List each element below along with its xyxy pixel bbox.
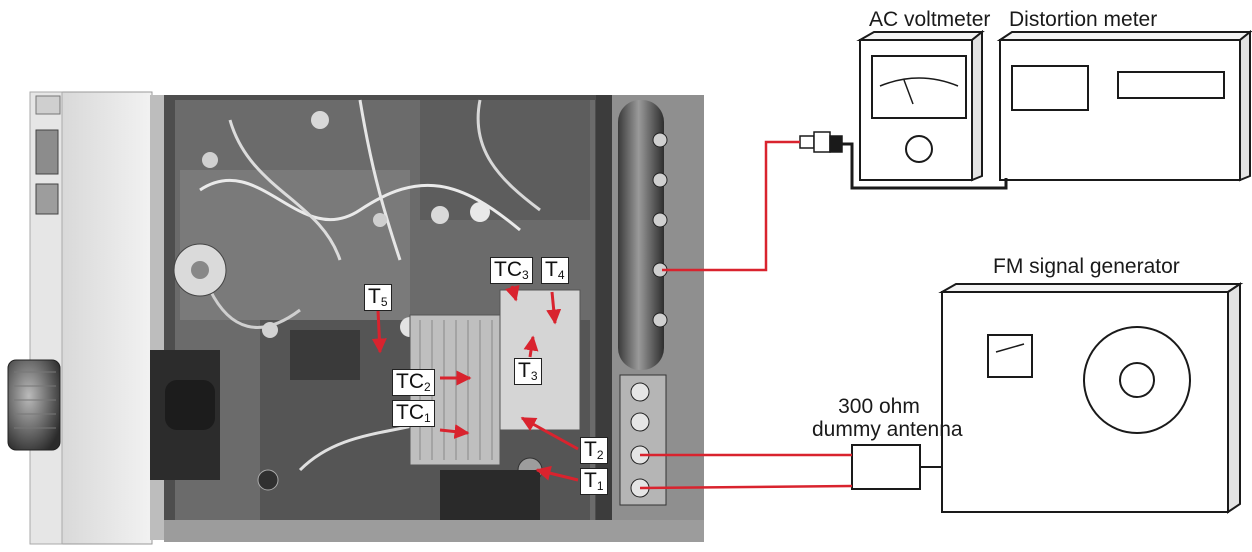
arrow-t2 — [520, 416, 579, 451]
generator-dial-inner — [1119, 362, 1155, 398]
arrow-t3 — [523, 335, 539, 358]
arrow-t5 — [371, 309, 387, 354]
wire-t1-to-dummy — [639, 484, 853, 490]
tag-t1: T1 — [580, 468, 608, 495]
board-region-2 — [420, 100, 590, 220]
tag-t4: T4 — [541, 257, 569, 284]
probe-plug — [799, 131, 843, 153]
rear-edge — [596, 95, 612, 535]
dial-pulley — [440, 470, 540, 525]
tag-t5: T5 — [364, 284, 392, 311]
arrow-t1 — [535, 465, 579, 482]
generator-meter — [987, 334, 1033, 378]
arrow-tc3 — [505, 284, 520, 302]
tag-t3: T3 — [514, 358, 542, 385]
headphone-jack-knob — [35, 129, 59, 175]
wire-output-to-voltmeter — [662, 140, 800, 272]
small-knob-top — [35, 95, 61, 115]
front-panel — [59, 91, 153, 545]
ac-voltmeter-label: AC voltmeter — [869, 8, 991, 31]
distortion-window-2 — [1117, 71, 1225, 99]
distortion-window-1 — [1011, 65, 1089, 111]
fm-signal-generator-label: FM signal generator — [993, 255, 1180, 278]
tag-tc1: TC1 — [392, 400, 435, 427]
voltmeter-dial — [871, 55, 967, 119]
voltmeter-knob — [905, 135, 933, 163]
distortion-meter — [996, 29, 1252, 182]
tag-t2: T2 — [580, 437, 608, 464]
tag-tc3: TC3 — [490, 257, 533, 284]
adjustment-arrows — [371, 284, 579, 482]
dummy-antenna-label-line2: dummy antenna — [812, 418, 963, 441]
arrow-tc1 — [439, 424, 470, 440]
ac-voltmeter — [856, 29, 985, 182]
ic-chip — [290, 330, 360, 380]
meter-link-cable — [842, 142, 1008, 190]
ferrite-bar-antenna — [618, 100, 664, 370]
distortion-meter-label: Distortion meter — [1009, 8, 1158, 31]
dummy-antenna-label-line1: 300 ohm — [838, 395, 920, 418]
switch-knob — [35, 183, 59, 215]
connection-wires — [639, 140, 853, 490]
chassis-bottom-rail — [164, 520, 704, 542]
dummy-antenna-box — [851, 444, 921, 490]
fm-signal-generator — [938, 282, 1244, 514]
tag-tc2: TC2 — [392, 369, 435, 396]
tuning-knob — [7, 359, 61, 451]
arrow-t4 — [546, 291, 562, 325]
